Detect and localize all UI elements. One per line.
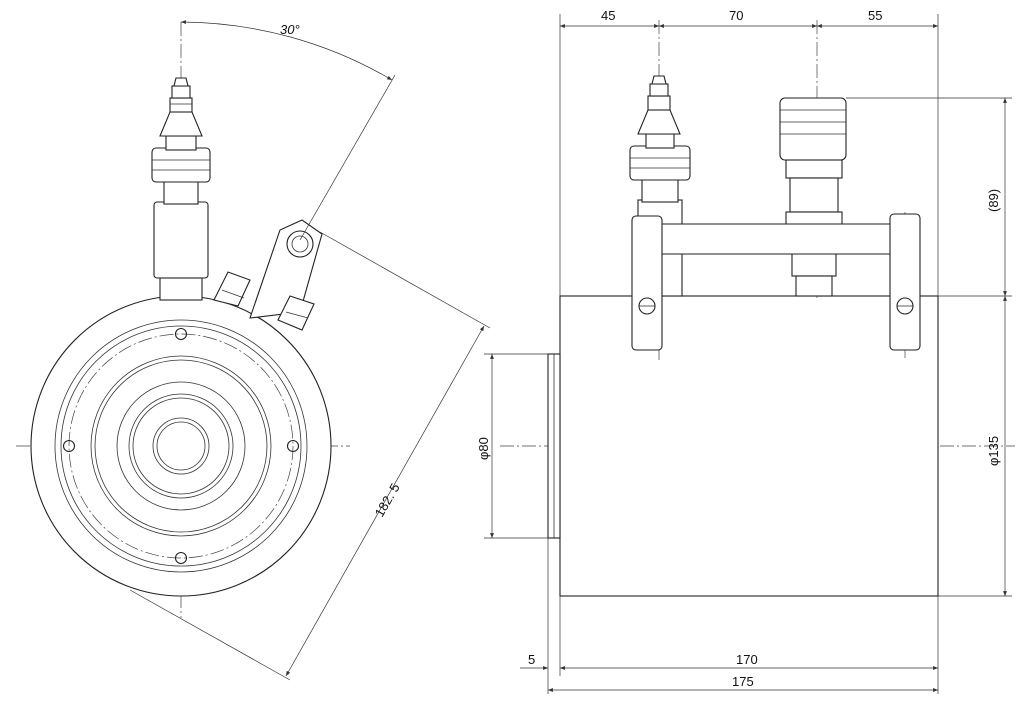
bolt-hole-top	[174, 327, 188, 341]
diagonal-extension-top	[319, 231, 491, 329]
bracket-right	[889, 213, 921, 351]
ring-circle-4	[128, 393, 234, 499]
coupler-fitting	[779, 97, 847, 297]
dia-small-label: φ80	[476, 437, 491, 460]
front-view: 30° 182. 5	[16, 20, 491, 681]
dim-label-55: 55	[868, 8, 882, 23]
dim-label-45: 45	[601, 8, 615, 23]
outer-body-circle	[30, 295, 332, 597]
diagonal-extension-bottom	[129, 589, 291, 681]
main-cylinder	[559, 295, 939, 597]
height-label: (89)	[986, 189, 1001, 212]
dim-label-5: 5	[528, 652, 535, 667]
bore-outer-circle	[152, 417, 210, 475]
bore-inner-circle	[156, 421, 206, 471]
ring-circle-2	[94, 359, 268, 533]
bolt-hole-bottom	[174, 551, 188, 565]
angle-reference-line	[299, 74, 396, 241]
angle-arc	[180, 20, 393, 81]
bolt-hole-left	[62, 439, 76, 453]
ring-circle-3	[116, 381, 246, 511]
side-view: 45 70 55 (89) φ135 φ80 5 170 175	[476, 8, 1015, 694]
ring-circle-1	[90, 355, 272, 537]
diagonal-dimension-line	[285, 325, 485, 677]
angled-port-arm	[213, 219, 323, 331]
angle-label: 30°	[280, 22, 300, 37]
manifold-tube	[659, 223, 893, 255]
dim-label-175: 175	[732, 674, 754, 689]
dim-label-170: 170	[736, 652, 758, 667]
dia-large-label: φ135	[986, 436, 1001, 466]
bracket-left	[631, 215, 663, 351]
diagonal-label: 182. 5	[372, 481, 403, 520]
ring-circle-5	[132, 397, 230, 495]
dim-label-70: 70	[729, 8, 743, 23]
valve-fitting-front	[151, 77, 211, 301]
